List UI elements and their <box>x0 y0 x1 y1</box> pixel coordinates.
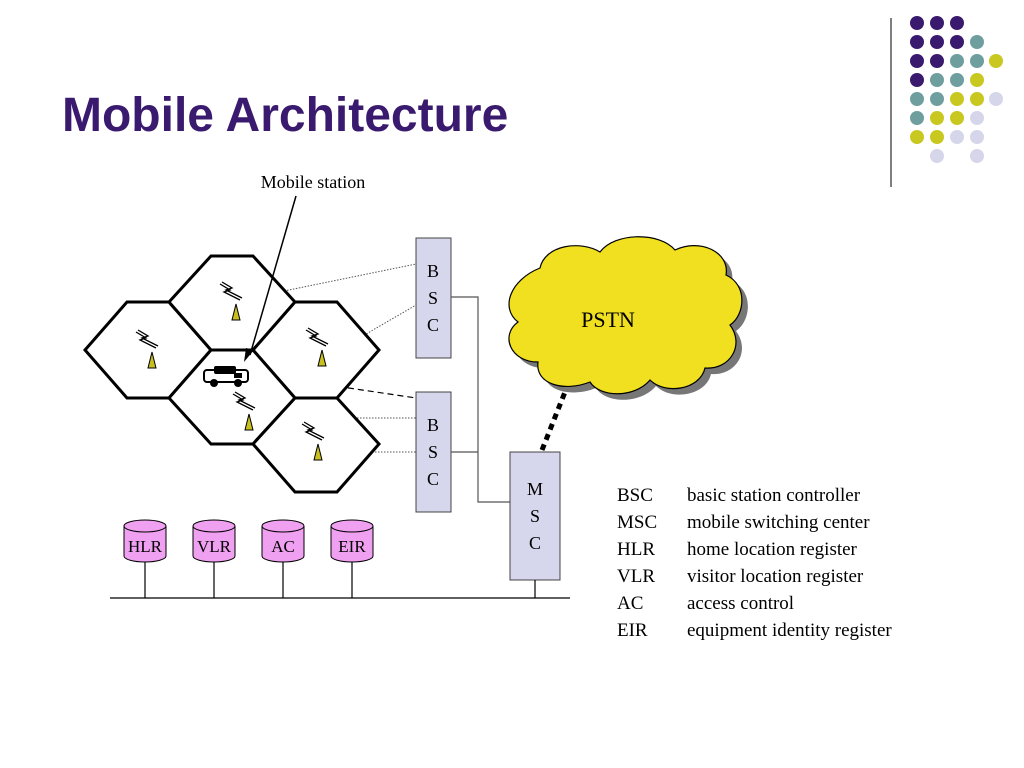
pstn-label: PSTN <box>581 307 635 332</box>
legend-abbr: AC <box>617 593 644 614</box>
slide-title: Mobile Architecture <box>62 89 509 142</box>
bsc-bottom <box>415 391 452 513</box>
msc-pstn-link <box>539 391 568 451</box>
msc-letter: M <box>527 479 543 499</box>
bsc-msc-connector <box>451 296 510 503</box>
bsc-bottom-letter: S <box>428 442 438 462</box>
database-label: VLR <box>197 537 232 556</box>
legend-abbr: BSC <box>617 485 653 506</box>
bsc-top-letter: S <box>428 288 438 308</box>
msc-letter: S <box>530 506 540 526</box>
legend-abbr: MSC <box>617 512 658 533</box>
legend-abbr: VLR <box>617 566 655 587</box>
legend-abbr: HLR <box>617 539 655 560</box>
bsc-top-letter: B <box>427 261 439 281</box>
legend-text: basic station controller <box>687 485 861 506</box>
msc-letter: C <box>529 533 541 553</box>
database-label: HLR <box>128 537 163 556</box>
mobile-station-pointer <box>249 195 297 356</box>
bsc-top-letter: C <box>427 315 439 335</box>
database-hlr: HLR <box>123 519 167 598</box>
legend-text: mobile switching center <box>687 512 870 533</box>
legend-row: HLR home location register <box>617 536 892 563</box>
legend-abbr: EIR <box>617 620 648 641</box>
legend-row: MSC mobile switching center <box>617 509 892 536</box>
legend-text: equipment identity register <box>687 620 892 641</box>
legend-row: VLR visitor location register <box>617 563 892 590</box>
pstn-cloud <box>508 236 748 400</box>
bsc-bottom-letter: B <box>427 415 439 435</box>
msc-box <box>509 451 561 581</box>
decorative-dot-grid <box>910 16 1003 163</box>
bsc-top <box>415 237 452 359</box>
database-vlr: VLR <box>192 519 236 598</box>
database-label: EIR <box>338 537 366 556</box>
legend-row: EIR equipment identity register <box>617 617 892 644</box>
abbreviation-legend: BSC basic station controller MSC mobile sw… <box>617 482 892 644</box>
legend-text: access control <box>687 593 795 614</box>
legend-row: AC access control <box>617 590 892 617</box>
pointer-arrowhead <box>244 348 254 362</box>
cell-bottom-right <box>250 396 382 494</box>
legend-row: BSC basic station controller <box>617 482 892 509</box>
car-icon <box>203 366 249 387</box>
database-eir: EIR <box>330 519 374 598</box>
bsc-bottom-letter: C <box>427 469 439 489</box>
legend-text: visitor location register <box>687 566 864 587</box>
legend-text: home location register <box>687 539 857 560</box>
cell-grid <box>83 254 382 494</box>
mobile-station-label: Mobile station <box>261 172 366 192</box>
database-label: AC <box>271 537 295 556</box>
database-ac: AC <box>261 519 305 598</box>
